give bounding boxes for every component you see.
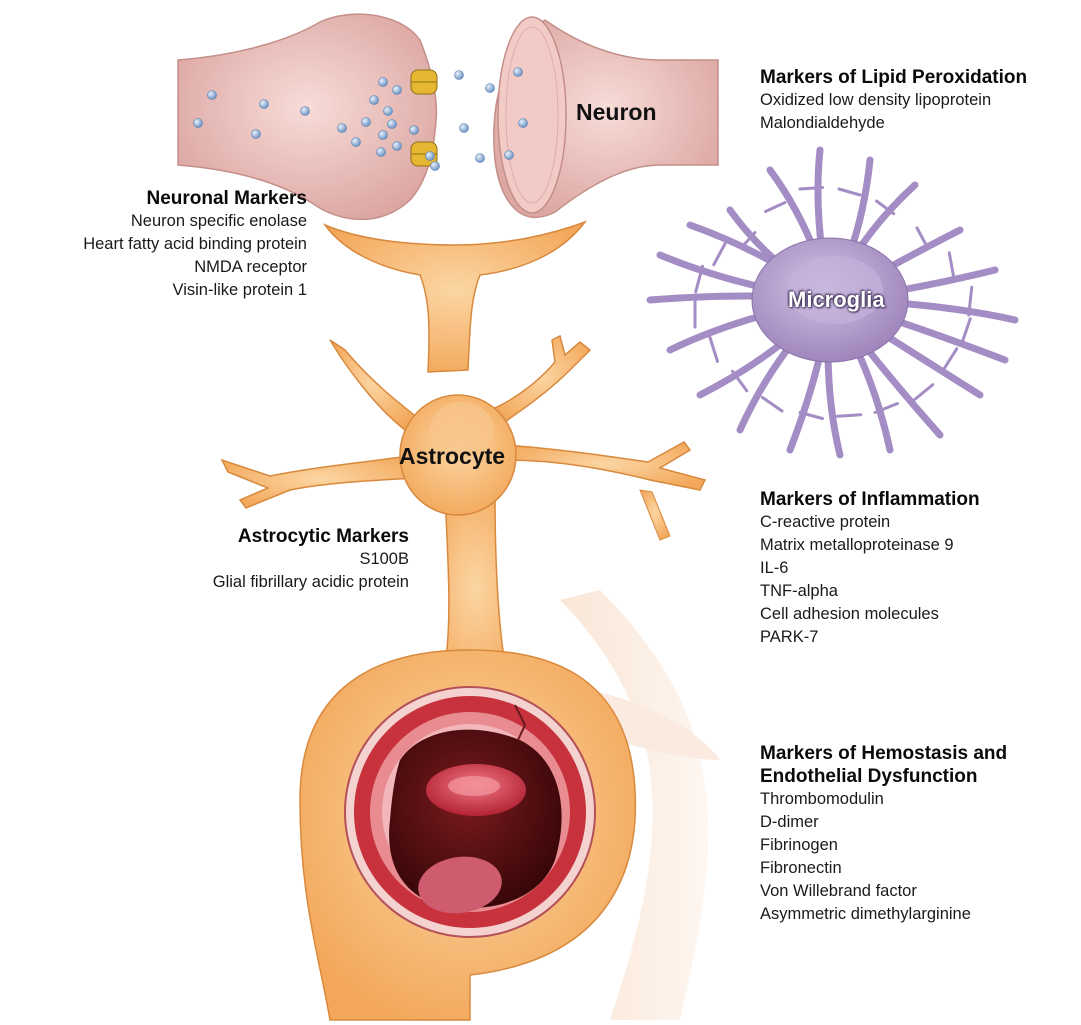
neuron-label: Neuron — [576, 99, 657, 126]
marker-item: Asymmetric dimethylarginine — [760, 903, 1007, 926]
marker-item: Cell adhesion molecules — [760, 603, 980, 626]
marker-item: Oxidized low density lipoprotein — [760, 89, 1027, 112]
marker-item: C-reactive protein — [760, 511, 980, 534]
vesicle — [410, 126, 419, 135]
microglia-twig — [714, 244, 725, 265]
marker-item: D-dimer — [760, 811, 1007, 834]
lipid-peroxidation-markers: Markers of Lipid Peroxidation Oxidized l… — [760, 66, 1027, 135]
vesicle — [505, 151, 514, 160]
vesicle — [519, 119, 528, 128]
astrocytic-markers: Astrocytic Markers S100B Glial fibrillar… — [213, 525, 409, 594]
astrocyte-label: Astrocyte — [399, 443, 505, 470]
blood-vessel — [345, 687, 595, 937]
lipid-peroxidation-title: Markers of Lipid Peroxidation — [760, 66, 1027, 89]
vesicle — [431, 162, 440, 171]
marker-item: S100B — [213, 548, 409, 571]
marker-item: Fibronectin — [760, 857, 1007, 880]
vesicle — [370, 96, 379, 105]
inflammation-title: Markers of Inflammation — [760, 488, 980, 511]
microglia-twig — [839, 189, 860, 195]
vesicle — [377, 148, 386, 157]
marker-item: Neuron specific enolase — [83, 210, 307, 233]
vesicle — [379, 131, 388, 140]
vesicle — [486, 84, 495, 93]
vesicle — [455, 71, 464, 80]
vesicle — [338, 124, 347, 133]
vesicle — [514, 68, 523, 77]
marker-item: Von Willebrand factor — [760, 880, 1007, 903]
microglia-twig — [961, 319, 970, 345]
vesicle — [393, 142, 402, 151]
microglia-twig — [800, 188, 823, 190]
neuronal-markers-title: Neuronal Markers — [83, 187, 307, 210]
marker-item: Visin-like protein 1 — [83, 279, 307, 302]
vesicle — [352, 138, 361, 147]
marker-item: Fibrinogen — [760, 834, 1007, 857]
vesicle — [208, 91, 217, 100]
vesicle — [476, 154, 485, 163]
microglia-twig — [766, 203, 786, 212]
neuronal-markers: Neuronal Markers Neuron specific enolase… — [83, 187, 307, 302]
hemostasis-title-line2: Endothelial Dysfunction — [760, 765, 1007, 788]
vesicle — [460, 124, 469, 133]
vesicle — [393, 86, 402, 95]
microglia-twig — [763, 398, 783, 412]
vesicle — [426, 152, 435, 161]
marker-item: Heart fatty acid binding protein — [83, 233, 307, 256]
vesicle — [388, 120, 397, 129]
vesicle — [260, 100, 269, 109]
marker-item: Matrix metalloproteinase 9 — [760, 534, 980, 557]
microglia-twig — [917, 228, 928, 248]
microglia-twig — [949, 253, 954, 278]
vesicle — [362, 118, 371, 127]
marker-item: PARK-7 — [760, 626, 980, 649]
inflammation-markers: Markers of Inflammation C-reactive prote… — [760, 488, 980, 649]
microglia-twig — [838, 415, 861, 417]
vesicle — [379, 78, 388, 87]
hemostasis-markers: Markers of Hemostasis and Endothelial Dy… — [760, 742, 1007, 926]
marker-item: NMDA receptor — [83, 256, 307, 279]
astrocytic-markers-title: Astrocytic Markers — [213, 525, 409, 548]
vesicle — [194, 119, 203, 128]
marker-item: IL-6 — [760, 557, 980, 580]
hemostasis-title-line1: Markers of Hemostasis and — [760, 742, 1007, 765]
marker-item: Thrombomodulin — [760, 788, 1007, 811]
microglia-label: Microglia — [788, 287, 885, 313]
marker-item: Glial fibrillary acidic protein — [213, 571, 409, 594]
marker-item: TNF-alpha — [760, 580, 980, 603]
marker-item: Malondialdehyde — [760, 112, 1027, 135]
microglia-twig — [710, 338, 718, 362]
vesicle — [301, 107, 310, 116]
vesicle — [252, 130, 261, 139]
microglia-twig — [913, 385, 933, 402]
vesicle — [384, 107, 393, 116]
microglia-twig — [943, 349, 957, 372]
